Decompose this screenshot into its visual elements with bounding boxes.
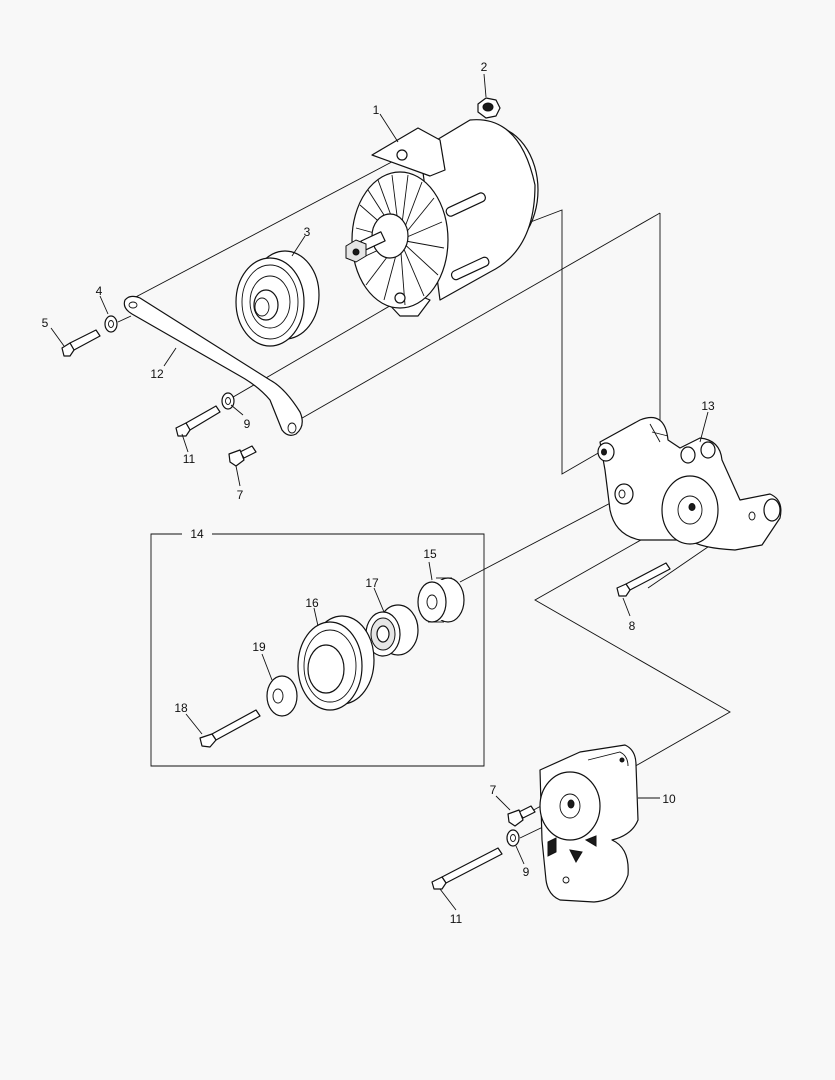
callout-7b: 7 bbox=[490, 783, 497, 797]
callout-15: 15 bbox=[423, 547, 437, 561]
mounting-bracket-part-13 bbox=[597, 416, 782, 551]
callout-13: 13 bbox=[701, 399, 715, 413]
callout-19: 19 bbox=[252, 640, 266, 654]
callout-11b: 11 bbox=[450, 912, 463, 926]
callout-9b: 9 bbox=[523, 865, 530, 879]
pulley-part-3 bbox=[235, 250, 320, 347]
bolt-part-11-lower bbox=[431, 847, 503, 890]
callout-1: 1 bbox=[373, 103, 380, 117]
washer-part-19 bbox=[266, 675, 298, 717]
bearing-part-17 bbox=[365, 604, 419, 657]
bolt-part-8 bbox=[616, 562, 671, 597]
callout-leader-lines bbox=[50, 73, 709, 911]
callout-4: 4 bbox=[96, 284, 103, 298]
adjusting-link-part-12 bbox=[123, 295, 303, 436]
washer-part-9-lower bbox=[506, 829, 520, 847]
bolt-part-5 bbox=[61, 329, 101, 357]
callout-2: 2 bbox=[481, 60, 488, 74]
callout-10: 10 bbox=[662, 792, 676, 806]
callout-11a: 11 bbox=[183, 452, 196, 466]
screw-part-7-lower bbox=[507, 805, 536, 827]
callout-8: 8 bbox=[629, 619, 636, 633]
bolt-part-11-upper bbox=[175, 405, 221, 437]
callout-14: 14 bbox=[190, 527, 204, 541]
callout-3: 3 bbox=[304, 225, 311, 239]
callout-7a: 7 bbox=[237, 488, 244, 502]
tensioner-kit-box-part-14 bbox=[150, 533, 485, 767]
alternator-shaft-nut bbox=[345, 231, 386, 263]
callout-17: 17 bbox=[365, 576, 379, 590]
callout-12: 12 bbox=[150, 367, 164, 381]
spacer-part-15 bbox=[417, 577, 465, 623]
screw-part-7-upper bbox=[228, 445, 257, 467]
bolt-part-18 bbox=[199, 709, 261, 748]
callout-labels: 1 2 3 4 5 12 9 11 7 13 8 14 15 17 16 19 … bbox=[42, 60, 715, 926]
callout-5: 5 bbox=[42, 316, 49, 330]
alternator-part-1 bbox=[345, 119, 539, 317]
washer-part-4 bbox=[104, 315, 118, 333]
callout-18: 18 bbox=[174, 701, 188, 715]
pulley-part-16 bbox=[297, 615, 375, 711]
nut-part-2 bbox=[477, 97, 501, 119]
washer-part-9-upper bbox=[221, 392, 235, 410]
support-bracket-part-10 bbox=[539, 744, 639, 903]
callout-16: 16 bbox=[305, 596, 319, 610]
callout-9a: 9 bbox=[244, 417, 251, 431]
